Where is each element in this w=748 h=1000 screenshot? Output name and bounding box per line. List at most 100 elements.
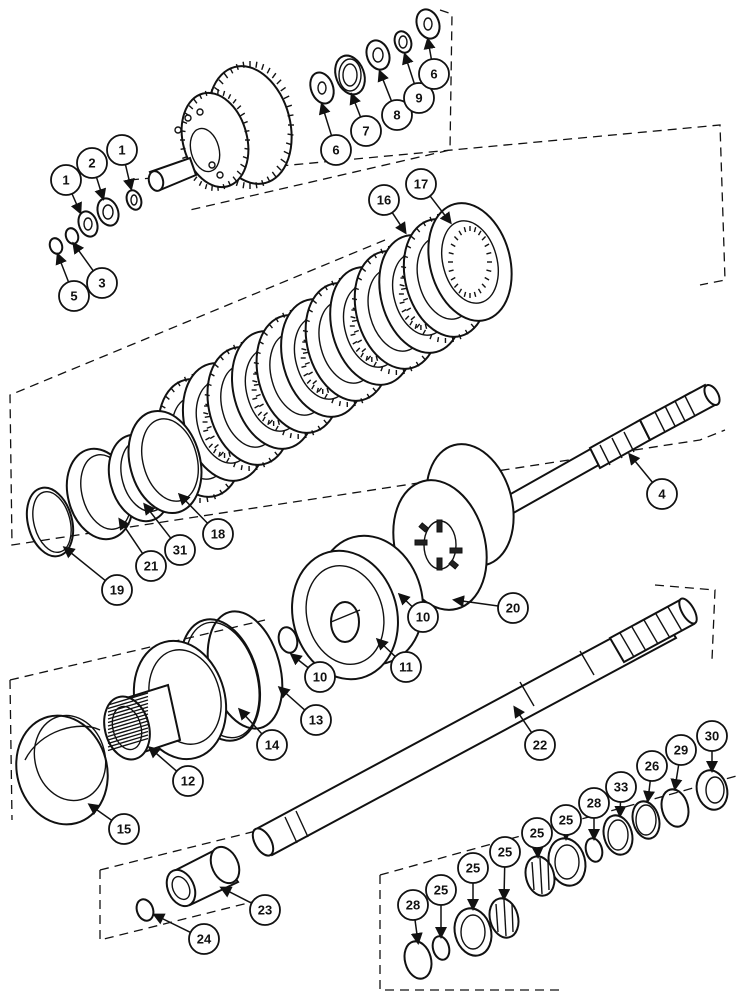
- callout-24: 24: [152, 913, 220, 955]
- callout-22: 22: [513, 705, 556, 761]
- ring-9: [393, 30, 413, 54]
- callout-number: 23: [258, 903, 272, 918]
- ring-5: [48, 237, 64, 255]
- callout-7: 7: [349, 92, 382, 147]
- callout-5: 5: [55, 252, 90, 312]
- snap-ring-19: [25, 486, 75, 558]
- callout-number: 13: [309, 713, 323, 728]
- callout-number: 1: [118, 143, 125, 158]
- callout-number: 1: [62, 173, 69, 188]
- callout-11: 11: [375, 637, 422, 683]
- callout-21: 21: [118, 517, 167, 582]
- callout-number: 18: [211, 527, 225, 542]
- callout-number: 25: [530, 826, 544, 841]
- callout-number: 26: [645, 759, 659, 774]
- callout-28: 28: [578, 787, 610, 841]
- callout-number: 10: [416, 610, 430, 625]
- callout-number: 12: [181, 774, 195, 789]
- clutch-disc-stack: [155, 202, 513, 503]
- callout-17: 17: [405, 168, 452, 225]
- callout-1: 1: [106, 134, 138, 191]
- washer-6-right: [415, 8, 441, 40]
- callout-number: 6: [430, 67, 437, 82]
- drum-15: [15, 714, 109, 826]
- callout-number: 16: [377, 193, 391, 208]
- callout-26: 26: [636, 750, 668, 803]
- callout-15: 15: [87, 803, 140, 845]
- callout-number: 4: [658, 487, 666, 502]
- callout-number: 25: [466, 861, 480, 876]
- callout-number: 25: [498, 845, 512, 860]
- washer-8: [365, 39, 391, 71]
- callout-number: 6: [332, 143, 339, 158]
- callout-33: 33: [605, 771, 637, 818]
- sleeve-23: [165, 845, 241, 908]
- callout-number: 25: [559, 813, 573, 828]
- callout-19: 19: [62, 546, 133, 606]
- callout-3: 3: [72, 241, 118, 299]
- callout-25: 25: [550, 804, 582, 841]
- main-shaft-22: [251, 597, 698, 857]
- o-ring-10-lower: [277, 626, 299, 654]
- callout-number: 2: [88, 156, 95, 171]
- callout-12: 12: [147, 746, 204, 797]
- callout-25: 25: [457, 852, 489, 911]
- callout-10: 10: [397, 592, 439, 633]
- output-shaft-4: [498, 383, 721, 518]
- callout-number: 17: [414, 177, 428, 192]
- callout-number: 3: [98, 276, 105, 291]
- callout-16: 16: [368, 184, 407, 235]
- callout-number: 28: [406, 898, 420, 913]
- callout-number: 29: [674, 743, 688, 758]
- clutch-hub-12: [103, 639, 228, 761]
- callout-23: 23: [219, 886, 281, 926]
- callout-number: 11: [399, 660, 413, 675]
- gear-assembly-top: [147, 61, 294, 192]
- callout-8: 8: [377, 69, 413, 131]
- callout-30: 30: [696, 720, 728, 773]
- callout-18: 18: [177, 492, 234, 550]
- callout-number: 19: [110, 583, 124, 598]
- callout-29: 29: [665, 734, 697, 791]
- callout-number: 31: [173, 543, 187, 558]
- callout-number: 14: [265, 738, 280, 753]
- callout-2: 2: [76, 147, 108, 201]
- callout-28: 28: [397, 889, 429, 945]
- callout-number: 9: [415, 91, 422, 106]
- callout-6: 6: [418, 37, 450, 90]
- callout-number: 21: [144, 559, 158, 574]
- callout-9: 9: [402, 52, 435, 114]
- callout-number: 25: [434, 883, 448, 898]
- callout-number: 24: [197, 932, 212, 947]
- callout-10: 10: [289, 653, 336, 693]
- thrust-bearing-7: [334, 54, 366, 96]
- callout-number: 8: [393, 108, 400, 123]
- callout-number: 20: [506, 601, 520, 616]
- callout-number: 28: [587, 796, 601, 811]
- group-outline-shaft: [9, 584, 716, 821]
- washer-1-upper: [125, 189, 143, 211]
- callout-25: 25: [425, 874, 457, 939]
- callout-25: 25: [521, 817, 553, 859]
- callout-number: 33: [614, 780, 628, 795]
- callout-25: 25: [489, 836, 521, 901]
- callout-4: 4: [628, 452, 678, 510]
- washer-1-lower: [77, 210, 99, 238]
- callout-number: 5: [70, 289, 77, 304]
- callout-number: 15: [117, 822, 131, 837]
- ring-3: [64, 227, 80, 245]
- callout-1: 1: [50, 164, 82, 215]
- washer-6-left: [309, 71, 335, 105]
- clutch-disc: [427, 202, 513, 322]
- group-outline-top: [189, 9, 453, 211]
- callout-13: 13: [277, 686, 332, 736]
- callout-number: 30: [705, 729, 719, 744]
- callout-number: 10: [313, 670, 327, 685]
- snap-ring-24: [135, 898, 155, 922]
- callout-20: 20: [452, 592, 529, 624]
- bearing-group: [403, 769, 729, 980]
- callout-layer: 1213567896161741831211920101011131412152…: [50, 37, 728, 955]
- piston-11: [291, 534, 424, 681]
- callout-6: 6: [318, 102, 352, 166]
